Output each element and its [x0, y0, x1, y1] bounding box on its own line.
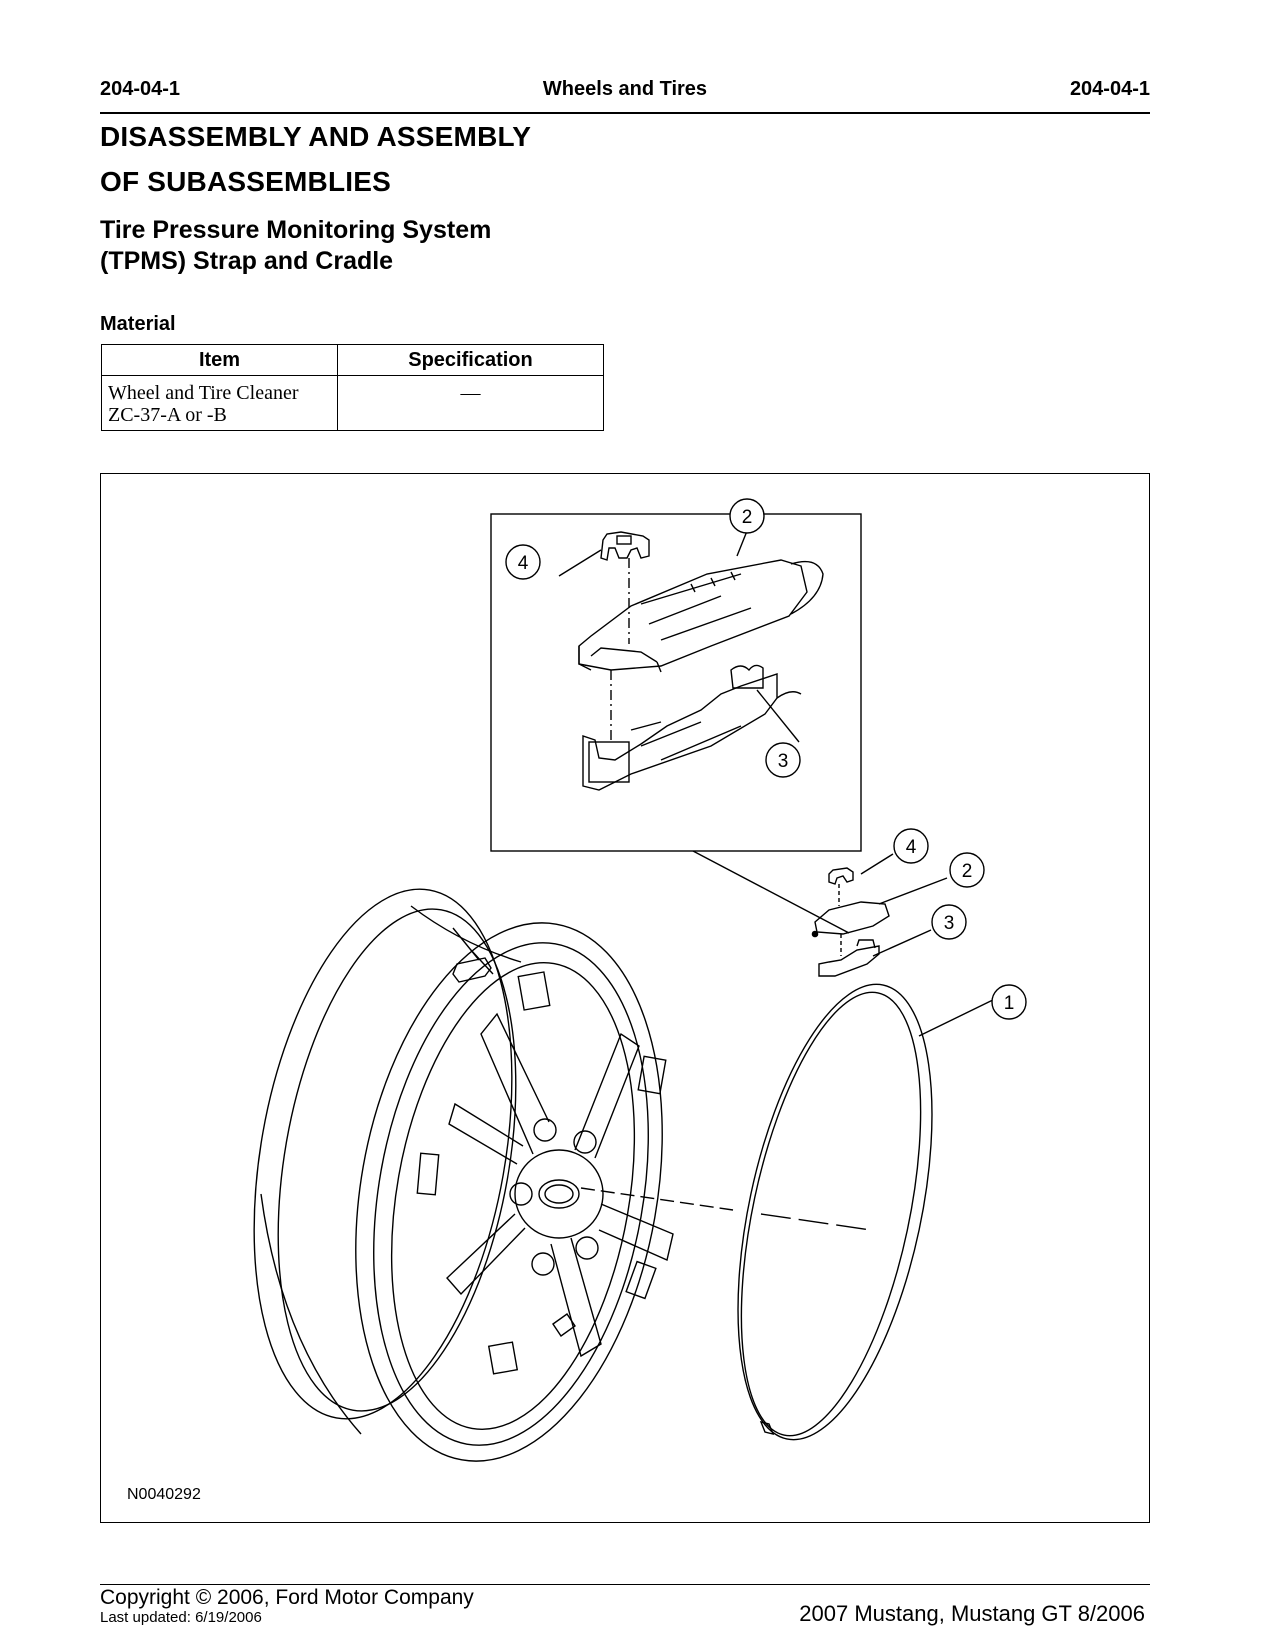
page-title-line2: OF SUBASSEMBLIES: [100, 166, 392, 197]
callout-1: 1: [1004, 993, 1015, 1014]
detail-inset-frame: [490, 513, 862, 852]
detail-sensor-drawing: [578, 559, 824, 673]
material-specification-cell: —: [337, 375, 604, 431]
page-title-line1: DISASSEMBLY AND ASSEMBLY: [100, 121, 532, 152]
header-rule: [100, 112, 1150, 114]
strap-drawing: [737, 983, 933, 1441]
callout-circle-2: [949, 852, 985, 888]
section-title: Wheels and Tires: [542, 78, 708, 100]
callout-circle-detail-3: [765, 742, 801, 778]
column-header-item: Item: [101, 344, 338, 376]
callout-detail-4: 4: [518, 553, 529, 574]
wheel-axis-line: [580, 1187, 734, 1211]
wheel-tpms-illustration: 2 4 3 4 2 3 1: [253, 498, 1027, 1462]
callout-4: 4: [906, 837, 917, 858]
callout-2: 2: [962, 861, 973, 882]
detail-leader-3: [756, 689, 800, 743]
main-sensor-assembly: [814, 867, 890, 977]
table-row: Wheel and Tire Cleaner ZC-37-A or -B —: [101, 375, 604, 431]
detail-leader-line: [692, 850, 850, 934]
callout-circle-detail-2: [729, 498, 765, 534]
material-item-cell: Wheel and Tire Cleaner ZC-37-A or -B: [101, 375, 338, 431]
copyright-notice: Copyright © 2006, Ford Motor Company: [100, 1586, 474, 1609]
material-heading: Material: [100, 313, 176, 335]
wheel-axis-line-2: [760, 1213, 872, 1231]
callout-3: 3: [944, 913, 955, 934]
callout-circle-detail-4: [505, 544, 541, 580]
detail-clip-drawing: [600, 531, 650, 644]
exploded-view-figure: 2 4 3 4 2 3 1 N0040292: [100, 473, 1150, 1523]
procedure-title-line1: Tire Pressure Monitoring System: [100, 216, 492, 244]
figure-code: N0040292: [127, 1486, 201, 1503]
footer-rule: [100, 1584, 1150, 1585]
page-number-right: 204-04-1: [1069, 78, 1150, 100]
callout-circle-1: [991, 984, 1027, 1020]
material-table: Item Specification Wheel and Tire Cleane…: [101, 344, 604, 431]
leader-3: [872, 929, 932, 957]
detail-leader-4: [558, 549, 602, 577]
material-item-partnumber: ZC-37-A or -B: [108, 404, 227, 426]
callout-detail-2: 2: [742, 507, 753, 528]
callout-detail-3: 3: [778, 751, 789, 772]
material-item-name: Wheel and Tire Cleaner: [108, 382, 299, 404]
material-table-header: Item Specification: [101, 344, 604, 376]
detail-cradle-drawing: [582, 664, 802, 791]
procedure-title-line2: (TPMS) Strap and Cradle: [100, 247, 394, 275]
wheel-drawing: [253, 888, 674, 1462]
last-updated: Last updated: 6/19/2006: [100, 1609, 262, 1626]
vehicle-model: 2007 Mustang, Mustang GT 8/2006: [799, 1601, 1145, 1626]
column-header-specification: Specification: [337, 344, 604, 376]
page-number-left: 204-04-1: [100, 78, 181, 100]
leader-4: [860, 853, 894, 875]
leader-1: [918, 995, 1002, 1037]
leader-2: [878, 877, 948, 905]
assembly-point: [811, 930, 819, 938]
callout-circle-3: [931, 904, 967, 940]
callout-circle-4: [893, 828, 929, 864]
